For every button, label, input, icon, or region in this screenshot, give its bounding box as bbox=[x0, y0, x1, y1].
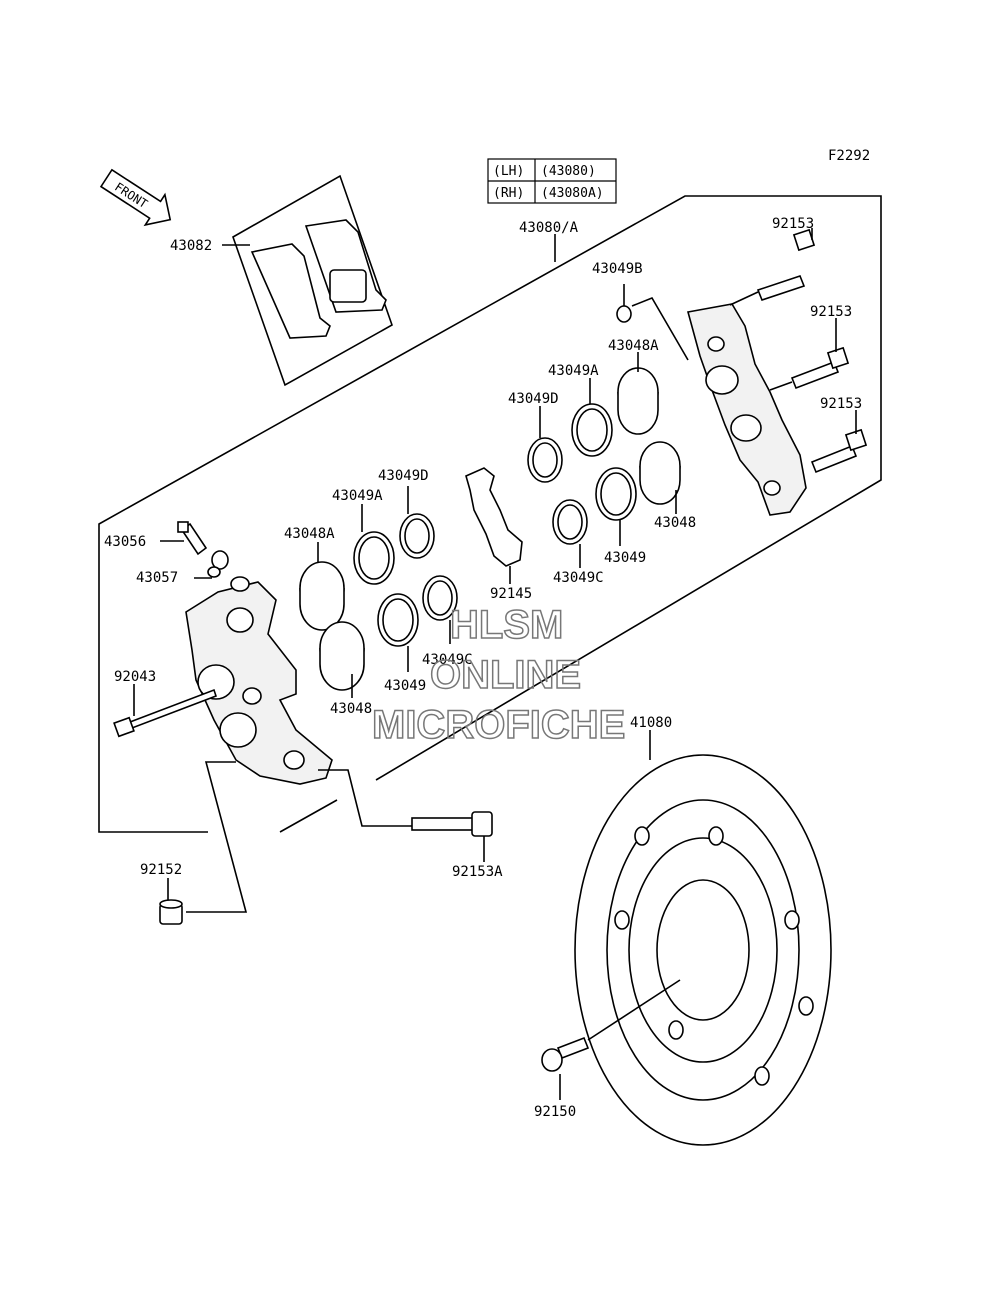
piston-43048a-l-icon bbox=[299, 561, 345, 631]
bleeder-valve-icon bbox=[177, 521, 208, 556]
label-43049d-l: 43049D bbox=[378, 468, 429, 484]
assembly-outline-gap bbox=[279, 799, 338, 833]
table-part-lh: (43080) bbox=[541, 164, 596, 179]
label-43056: 43056 bbox=[104, 534, 146, 550]
bleeder-cap-icon bbox=[616, 305, 632, 323]
pad-spring-icon bbox=[465, 467, 523, 567]
seal-43049a-r-icon bbox=[571, 403, 613, 457]
leader-92152-caliper bbox=[186, 761, 248, 913]
label-43048a-r: 43048A bbox=[608, 338, 659, 354]
disc-bolt-icon bbox=[541, 1036, 590, 1072]
seal-43049-r-icon bbox=[595, 467, 637, 521]
seal-43049-l-inner bbox=[382, 598, 414, 642]
seal-43049c-r-inner bbox=[557, 504, 583, 540]
figure-code: F2292 bbox=[828, 148, 870, 164]
leader-bolt1-caliper bbox=[729, 291, 759, 306]
label-92152: 92152 bbox=[140, 862, 182, 878]
table-side-lh: (LH) bbox=[493, 164, 524, 179]
leader-92153a-caliper bbox=[318, 769, 412, 827]
bleeder-cap-l-icon bbox=[207, 550, 229, 578]
label-43049a-l: 43049A bbox=[332, 488, 383, 504]
label-92153-1: 92153 bbox=[772, 216, 814, 232]
label-92153a: 92153A bbox=[452, 864, 503, 880]
piston-43048-r-icon bbox=[639, 441, 681, 505]
assembly-table: (LH) (43080) (RH) (43080A) bbox=[487, 158, 617, 204]
label-92145: 92145 bbox=[490, 586, 532, 602]
label-43049b: 43049B bbox=[592, 261, 643, 277]
label-92153-2: 92153 bbox=[810, 304, 852, 320]
label-92150: 92150 bbox=[534, 1104, 576, 1120]
bolt-92153-1-icon bbox=[756, 228, 816, 301]
bolt-92153-3-icon bbox=[810, 428, 868, 474]
label-43048-l: 43048 bbox=[330, 701, 372, 717]
leader-bolt2-caliper bbox=[769, 381, 793, 391]
pad-box bbox=[232, 174, 393, 387]
right-caliper-icon bbox=[686, 303, 807, 516]
leader-disc-bolt bbox=[587, 979, 681, 1041]
brake-pad-icon bbox=[250, 219, 387, 339]
seal-43049-r-inner bbox=[600, 472, 632, 516]
brake-disc-icon bbox=[574, 754, 832, 1146]
watermark-line2: ONLINE bbox=[430, 653, 581, 697]
label-92153-3: 92153 bbox=[820, 396, 862, 412]
label-43049a-r: 43049A bbox=[548, 363, 599, 379]
piston-43048-l-icon bbox=[319, 621, 365, 691]
seal-43049a-l-inner bbox=[358, 536, 390, 580]
watermark-line3: MICROFICHE bbox=[372, 703, 625, 747]
table-part-rh: (43080A) bbox=[541, 186, 604, 201]
label-43048-r: 43048 bbox=[654, 515, 696, 531]
seal-43049d-l-inner bbox=[404, 518, 430, 554]
bolt-92153a-icon bbox=[411, 811, 493, 837]
seal-43049a-r-inner bbox=[576, 408, 608, 452]
label-43057: 43057 bbox=[136, 570, 178, 586]
label-43049-l: 43049 bbox=[384, 678, 426, 694]
seal-43049-l-icon bbox=[377, 593, 419, 647]
label-41080: 41080 bbox=[630, 715, 672, 731]
leader-43049b-caliper bbox=[631, 297, 689, 361]
bolt-92153-2-icon bbox=[790, 346, 850, 390]
label-43049c-l: 43049C bbox=[422, 652, 473, 668]
label-43080a: 43080/A bbox=[519, 220, 579, 236]
piston-43048a-r-icon bbox=[617, 367, 659, 435]
seal-43049a-l-icon bbox=[353, 531, 395, 585]
watermark-line1: HLSM bbox=[450, 603, 563, 647]
assembly-outline bbox=[98, 195, 882, 833]
front-arrow-icon: FRONT bbox=[99, 168, 172, 227]
label-43082: 43082 bbox=[170, 238, 212, 254]
pad-pin-icon bbox=[113, 688, 218, 738]
label-43049c-r: 43049C bbox=[553, 570, 604, 586]
seal-43049c-l-inner bbox=[427, 580, 453, 616]
seal-43049d-r-inner bbox=[532, 442, 558, 478]
label-92043: 92043 bbox=[114, 669, 156, 685]
label-43048a-l: 43048A bbox=[284, 526, 335, 542]
table-side-rh: (RH) bbox=[493, 186, 524, 201]
collar-92152-icon bbox=[159, 899, 183, 925]
left-caliper-icon bbox=[185, 576, 333, 785]
label-43049d-r: 43049D bbox=[508, 391, 559, 407]
label-43049-r: 43049 bbox=[604, 550, 646, 566]
